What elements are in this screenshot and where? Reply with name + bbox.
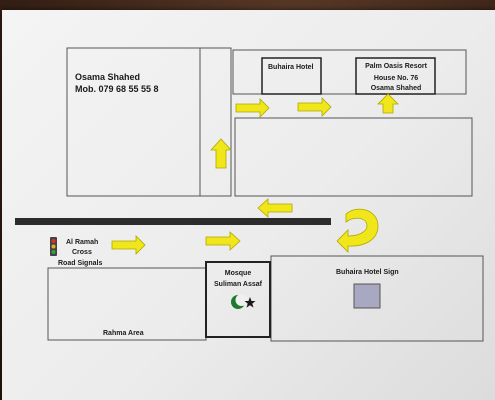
- area-label: Rahma Area: [103, 330, 144, 337]
- hotel-sign-label: Buhaira Hotel Sign: [336, 269, 399, 276]
- arrow-u-turn: [336, 208, 379, 253]
- arrow-right-4: [205, 231, 241, 251]
- block-middle: [234, 117, 473, 197]
- mosque-line1: Mosque: [224, 270, 252, 277]
- arrow-right-1: [235, 98, 270, 118]
- buhaira-hotel-box: [261, 57, 322, 95]
- palm-oasis-house: House No. 76: [373, 75, 419, 82]
- mosque-line2: Suliman Assaf: [214, 281, 262, 288]
- arrow-up-1: [210, 138, 232, 169]
- signals-line3: Road Signals: [58, 260, 103, 267]
- block-hotels-top: [232, 49, 467, 95]
- signals-line2: Cross: [72, 249, 92, 256]
- map-paper: [2, 10, 495, 400]
- block-contact-side: [199, 47, 232, 197]
- palm-oasis-owner: Osama Shahed: [370, 85, 422, 92]
- main-road: [15, 218, 331, 225]
- buhaira-hotel-label: Buhaira Hotel: [268, 64, 314, 71]
- contact-phone: Mob. 079 68 55 55 8: [75, 84, 159, 94]
- palm-oasis-name: Palm Oasis Resort: [365, 63, 427, 70]
- arrow-up-resort: [377, 93, 399, 114]
- mosque-box: [205, 261, 271, 338]
- contact-name: Osama Shahed: [75, 72, 141, 82]
- hotel-sign-square: [353, 283, 381, 309]
- arrow-left-1: [257, 198, 293, 218]
- arrow-right-3: [111, 235, 146, 255]
- block-contact: [66, 47, 201, 197]
- arrow-right-2: [297, 97, 332, 117]
- palm-oasis-box: [355, 57, 436, 95]
- signals-line1: Al Ramah: [66, 239, 99, 246]
- star-icon: [244, 297, 256, 308]
